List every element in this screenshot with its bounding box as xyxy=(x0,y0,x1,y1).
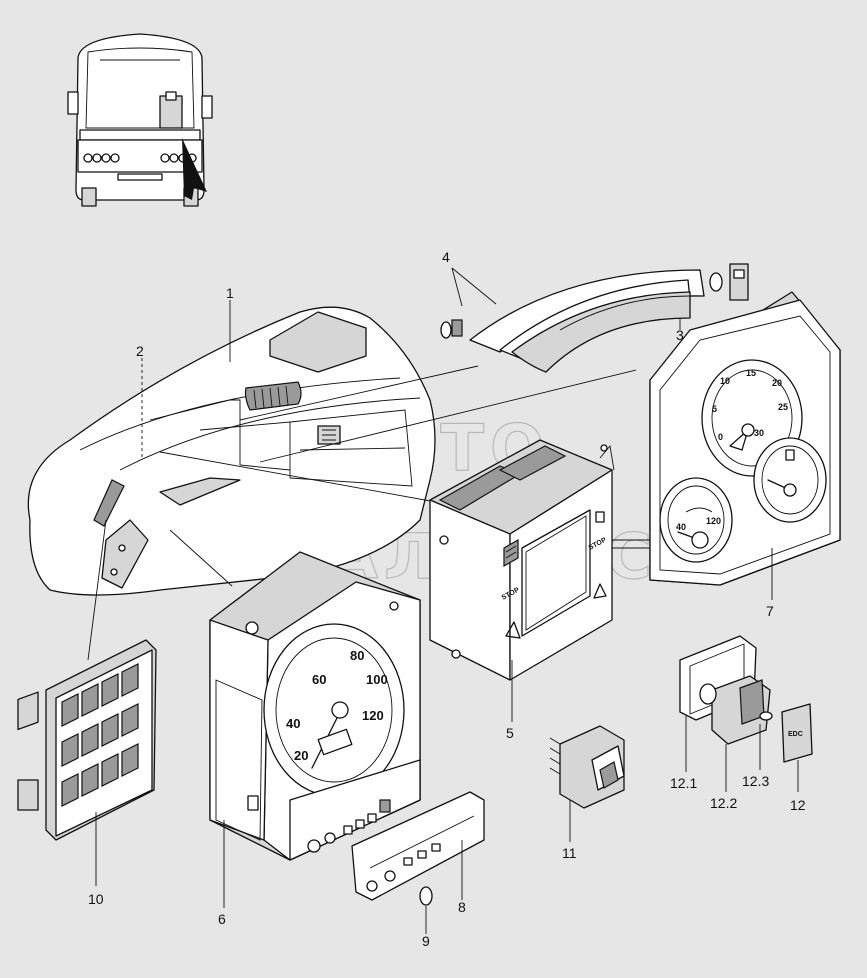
callout-8: 8 xyxy=(458,899,466,915)
trim-strip-clip xyxy=(709,272,723,292)
callout-4: 4 xyxy=(442,249,450,265)
dashboard-housing xyxy=(27,306,436,596)
speedometer-housing: 20 40 60 80 100 120 xyxy=(209,551,421,861)
tacho-tick-5: 5 xyxy=(712,404,717,414)
speedo-tick-80: 80 xyxy=(350,648,364,663)
speedometer-lower-panel xyxy=(289,759,421,861)
small-gauge-tick-120: 120 xyxy=(706,516,721,526)
fuel-pump-icon xyxy=(785,449,795,461)
location-arrow-icon xyxy=(182,138,207,200)
indicator-lamp xyxy=(419,886,433,906)
bezel-plate xyxy=(351,791,485,901)
rocker-switch xyxy=(549,725,625,809)
tacho-tick-25: 25 xyxy=(778,402,788,412)
gauge-cluster: 0 5 10 15 20 25 30 40 120 xyxy=(649,291,841,586)
callout-12-1: 12.1 xyxy=(670,775,697,791)
speedo-tick-100: 100 xyxy=(366,672,388,687)
switch-lamp-12-3 xyxy=(759,711,773,721)
speedo-tick-40: 40 xyxy=(286,716,300,731)
dashboard-side-vent xyxy=(93,479,125,527)
small-gauge-tick-40: 40 xyxy=(676,522,686,532)
trim-strip-endcap xyxy=(440,319,463,339)
module-button-stack xyxy=(503,538,519,568)
callout-6: 6 xyxy=(218,911,226,927)
module-display xyxy=(521,509,591,637)
switch-panel-slots xyxy=(61,663,139,807)
callout-5: 5 xyxy=(506,725,514,741)
speedo-tick-20: 20 xyxy=(294,748,308,763)
switch-assembly: EDC xyxy=(679,635,813,763)
callout-12-2: 12.2 xyxy=(710,795,737,811)
edc-switch-cap: EDC xyxy=(781,703,813,763)
speedo-tick-120: 120 xyxy=(362,708,384,723)
switch-body-12-2 xyxy=(699,675,771,745)
bus-headlights-left xyxy=(83,153,120,163)
warning-triangle-icon-right xyxy=(593,583,607,599)
callout-12: 12 xyxy=(790,797,806,813)
curved-trim-strips xyxy=(440,263,749,373)
speedo-tick-60: 60 xyxy=(312,672,326,687)
tacho-tick-30: 30 xyxy=(754,428,764,438)
callout-10: 10 xyxy=(88,891,104,907)
dashboard-connector xyxy=(317,425,341,445)
callout-3: 3 xyxy=(676,327,684,343)
edc-label: EDC xyxy=(788,731,803,738)
switch-panel xyxy=(17,639,157,841)
callout-11: 11 xyxy=(562,845,577,861)
callout-12-3: 12.3 xyxy=(742,773,769,789)
callout-1: 1 xyxy=(226,285,234,301)
tacho-tick-0: 0 xyxy=(718,432,723,442)
tacho-tick-15: 15 xyxy=(746,368,756,378)
small-gauge: 40 120 xyxy=(659,477,733,563)
speedometer-dial: 20 40 60 80 100 120 xyxy=(263,623,405,797)
bus-front-view xyxy=(67,33,213,207)
fuel-pump-icon-small xyxy=(595,511,605,523)
dashboard-vent-grille xyxy=(244,381,302,411)
callout-7: 7 xyxy=(766,603,774,619)
tacho-tick-10: 10 xyxy=(720,376,730,386)
module-connector-leads xyxy=(612,539,650,549)
callout-9: 9 xyxy=(422,933,430,949)
control-module: STOP STOP xyxy=(429,439,650,681)
warning-triangle-icon xyxy=(505,621,521,639)
tacho-tick-20: 20 xyxy=(772,378,782,388)
dashboard-bracket xyxy=(101,519,149,589)
callout-2: 2 xyxy=(136,343,144,359)
fuel-gauge xyxy=(753,437,827,523)
trim-strip-bracket xyxy=(729,263,749,301)
